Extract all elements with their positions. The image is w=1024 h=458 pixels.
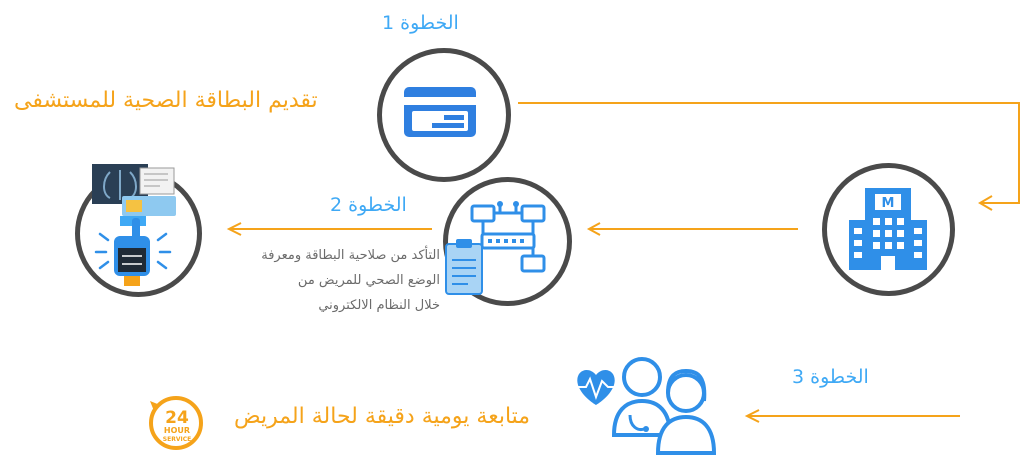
xray-hand-card-icon [92,164,176,286]
step3-title: متابعة يومية دقيقة لحالة المريض [234,404,531,429]
arrow-hospital-to-network-head [978,195,993,211]
badge-service: SERVICE [163,436,191,443]
doctors-heartbeat-icon [574,357,717,455]
hospital-building-icon: M [849,188,927,270]
badge-hour: HOUR [164,426,190,435]
hospital-circle: M [822,163,955,296]
step2-description-line1: التأكد من صلاحية البطاقة ومعرفة [261,248,440,263]
step2-description-line2: الوضع الصحي للمريض من [297,273,440,288]
hospital-letter: M [882,196,895,211]
badge-number: 24 [165,408,189,428]
step3-label: الخطوة 3 [792,366,869,388]
clipboard-icon [445,239,483,295]
step1-circle [377,48,511,182]
step2-description-line3: خلال النظام الالكتروني [318,298,440,313]
credit-card-icon [404,87,476,137]
network-computers-icon [470,201,546,273]
step1-label: الخطوة 1 [382,12,459,34]
24-hour-service-icon: 24 HOUR SERVICE [149,396,203,450]
arrow-step1-to-hospital [518,102,1020,204]
step2-label: الخطوة 2 [330,194,407,216]
step1-title: تقديم البطاقة الصحية للمستشفى [14,88,318,113]
